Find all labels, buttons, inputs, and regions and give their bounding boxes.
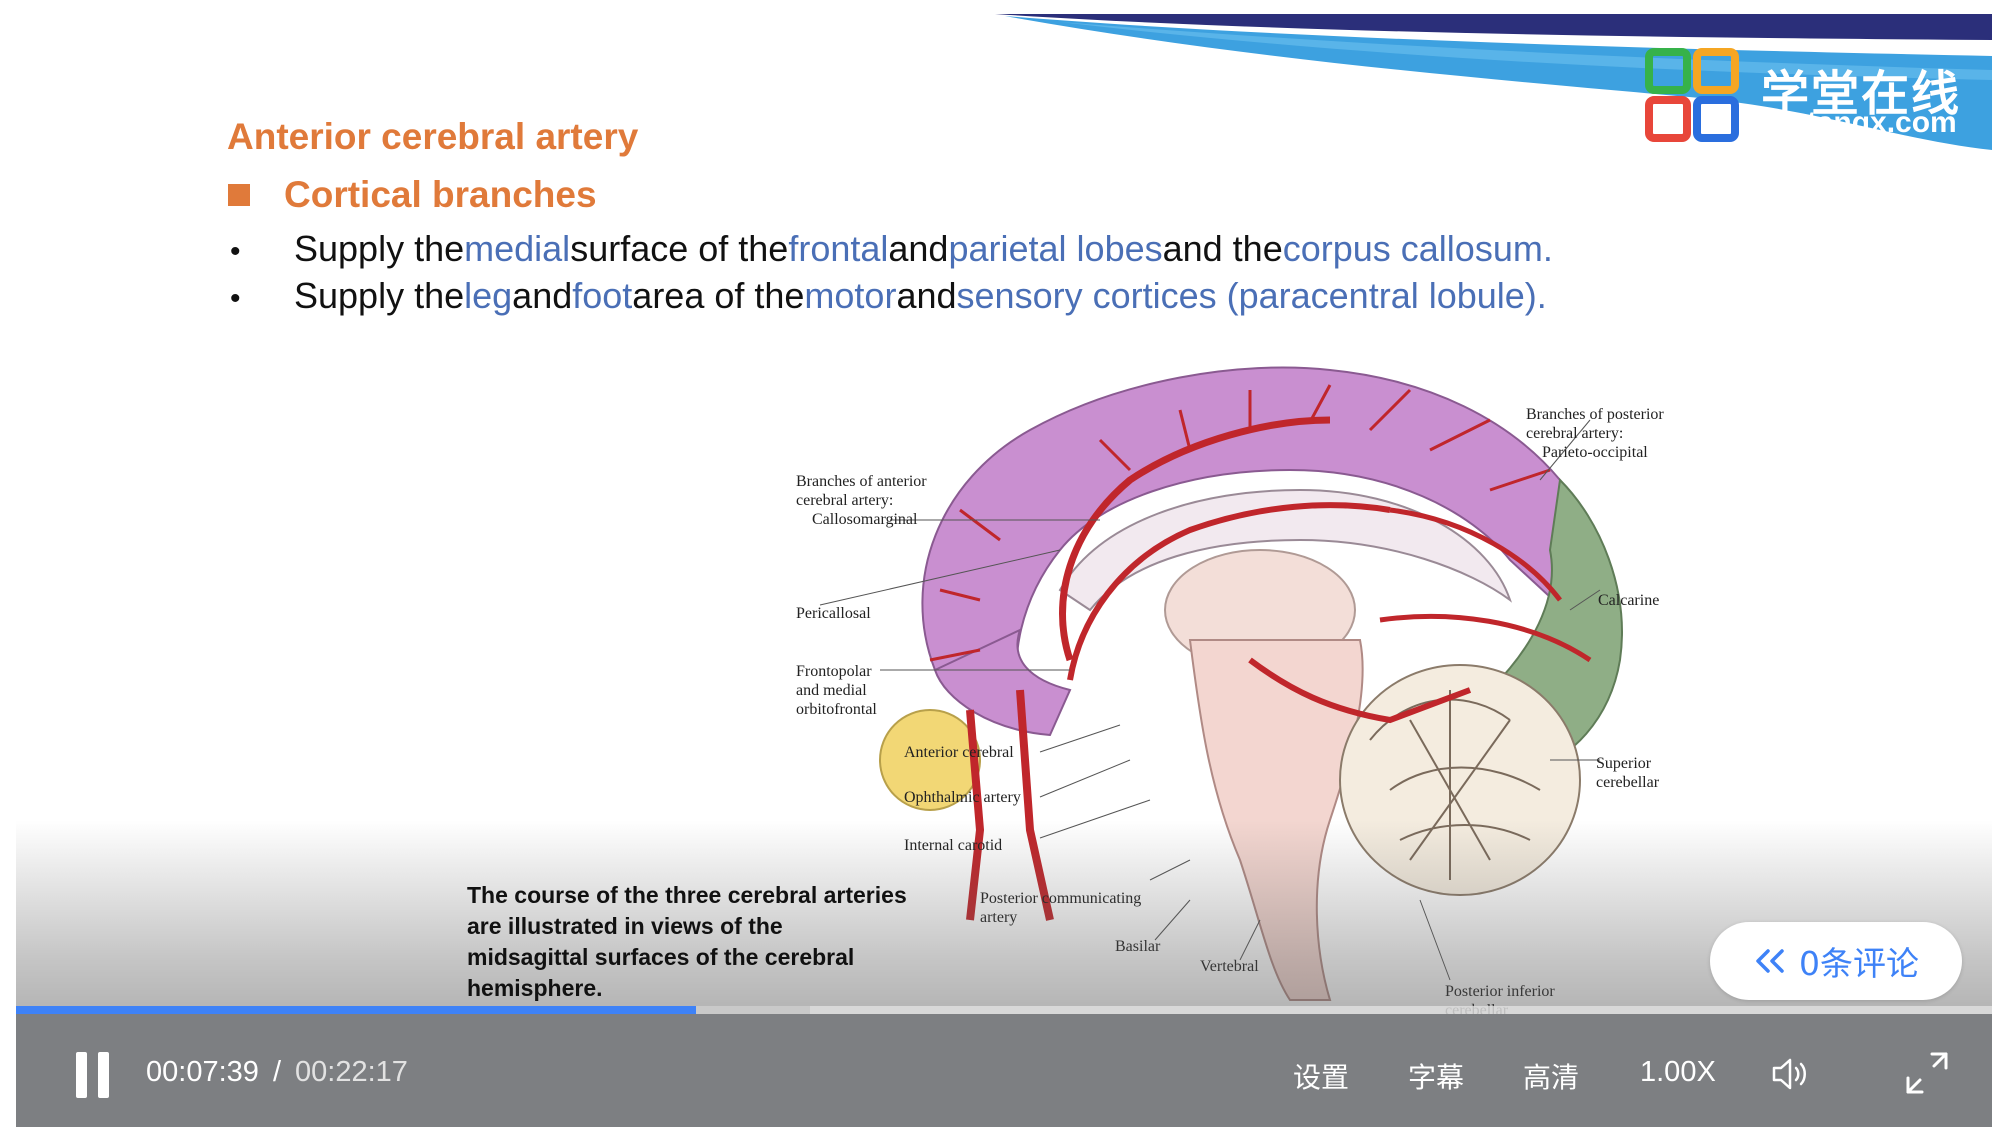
highlight-term: medial: [464, 228, 571, 269]
bullet-text: and the: [1162, 228, 1283, 269]
pause-icon: [98, 1052, 109, 1098]
bullet-item-2: • Supply the leg and foot area of the mo…: [230, 275, 1547, 317]
label-internal-carotid: Internal carotid: [904, 837, 1003, 854]
label-posterior-communicating-2: artery: [980, 909, 1018, 926]
label-vertebral: Vertebral: [1200, 958, 1259, 975]
figure-caption: The course of the three cerebral arterie…: [467, 882, 907, 1001]
square-bullet-icon: [228, 184, 250, 206]
label-pca-branches: Branches of posterior: [1526, 406, 1664, 423]
bullet-dot-icon: •: [230, 282, 241, 315]
highlight-term: frontal: [788, 228, 889, 269]
settings-button[interactable]: 设置: [1293, 1061, 1350, 1094]
comments-button[interactable]: 0条评论: [1710, 922, 1962, 1000]
bullet-text: area of the: [632, 275, 805, 316]
slide-subtitle: Cortical branches: [228, 174, 597, 216]
volume-button[interactable]: [1770, 1054, 1814, 1094]
highlight-term: motor: [804, 275, 897, 316]
comments-label: 0条评论: [1799, 944, 1919, 983]
label-aca-branches-2: cerebral artery:: [796, 492, 894, 509]
header-banner: [995, 14, 1992, 150]
pause-icon: [76, 1052, 87, 1098]
label-basilar: Basilar: [1115, 938, 1161, 955]
time-total: 00:22:17: [295, 1056, 408, 1088]
label-frontopolar: Frontopolar: [796, 663, 872, 680]
label-pericallosal: Pericallosal: [796, 605, 871, 622]
label-frontopolar-3: orbitofrontal: [796, 701, 877, 718]
time-current: 00:07:39: [146, 1056, 259, 1088]
bullet-text: Supply the: [294, 228, 465, 269]
logo-url: xuetangx.com: [1755, 106, 1957, 139]
time-separator: /: [273, 1056, 282, 1088]
bullet-text: and: [512, 275, 573, 316]
label-anterior-cerebral: Anterior cerebral: [904, 744, 1014, 761]
brain-illustration: [819, 366, 1623, 1001]
label-aca-branches: Branches of anterior: [796, 473, 927, 490]
fullscreen-button[interactable]: [1904, 1050, 1950, 1096]
label-calcarine: Calcarine: [1598, 592, 1660, 609]
fullscreen-icon: [1906, 1052, 1948, 1094]
bullet-item-1: • Supply the medial surface of the front…: [230, 228, 1553, 270]
brain-midsagittal-figure: Branches of anterior cerebral artery: Ca…: [770, 360, 1730, 1020]
label-pca-branches-2: cerebral artery:: [1526, 425, 1624, 442]
label-superior-cerebellar-2: cerebellar: [1596, 774, 1660, 791]
subtitles-button[interactable]: 字幕: [1408, 1061, 1465, 1094]
progress-bar[interactable]: [16, 1006, 1992, 1014]
label-superior-cerebellar: Superior: [1596, 755, 1652, 772]
label-callosomarginal: Callosomarginal: [812, 511, 918, 528]
highlight-term: leg: [464, 275, 513, 316]
bullet-text: Supply the: [294, 275, 465, 316]
bullet-text: surface of the: [570, 228, 789, 269]
highlight-term: parietal lobes: [948, 228, 1163, 269]
slide-subtitle-text: Cortical branches: [284, 174, 597, 215]
highlight-term: sensory cortices (paracentral lobule).: [956, 275, 1547, 316]
player-control-bar: 00:07:39 / 00:22:17 设置 字幕 高清 1.00X: [16, 1014, 1992, 1127]
playback-speed-button[interactable]: 1.00X: [1640, 1056, 1716, 1088]
volume-icon: [1772, 1058, 1806, 1090]
xuetangx-logo: 学堂在线 xuetangx.com: [1645, 48, 1985, 148]
logo-text: 学堂在线: [1761, 66, 1962, 122]
bullet-text: and: [888, 228, 949, 269]
pause-button[interactable]: [64, 1046, 124, 1106]
slide-title: Anterior cerebral artery: [227, 116, 639, 157]
progress-played: [16, 1006, 696, 1014]
chevron-left-double-icon: [1756, 949, 1784, 973]
label-posterior-communicating: Posterior communicating: [980, 890, 1142, 907]
label-posterior-inferior-cerebellar: Posterior inferior: [1445, 983, 1555, 1000]
label-frontopolar-2: and medial: [796, 682, 867, 699]
bullet-dot-icon: •: [230, 235, 241, 268]
xuetangx-logo-icon: [1645, 48, 1739, 142]
quality-button[interactable]: 高清: [1523, 1061, 1580, 1094]
highlight-term: corpus callosum.: [1282, 228, 1553, 269]
label-parieto-occipital: Parieto-occipital: [1542, 444, 1648, 461]
highlight-term: foot: [572, 275, 633, 316]
bullet-text: and: [896, 275, 957, 316]
label-ophthalmic-artery: Ophthalmic artery: [904, 789, 1021, 806]
